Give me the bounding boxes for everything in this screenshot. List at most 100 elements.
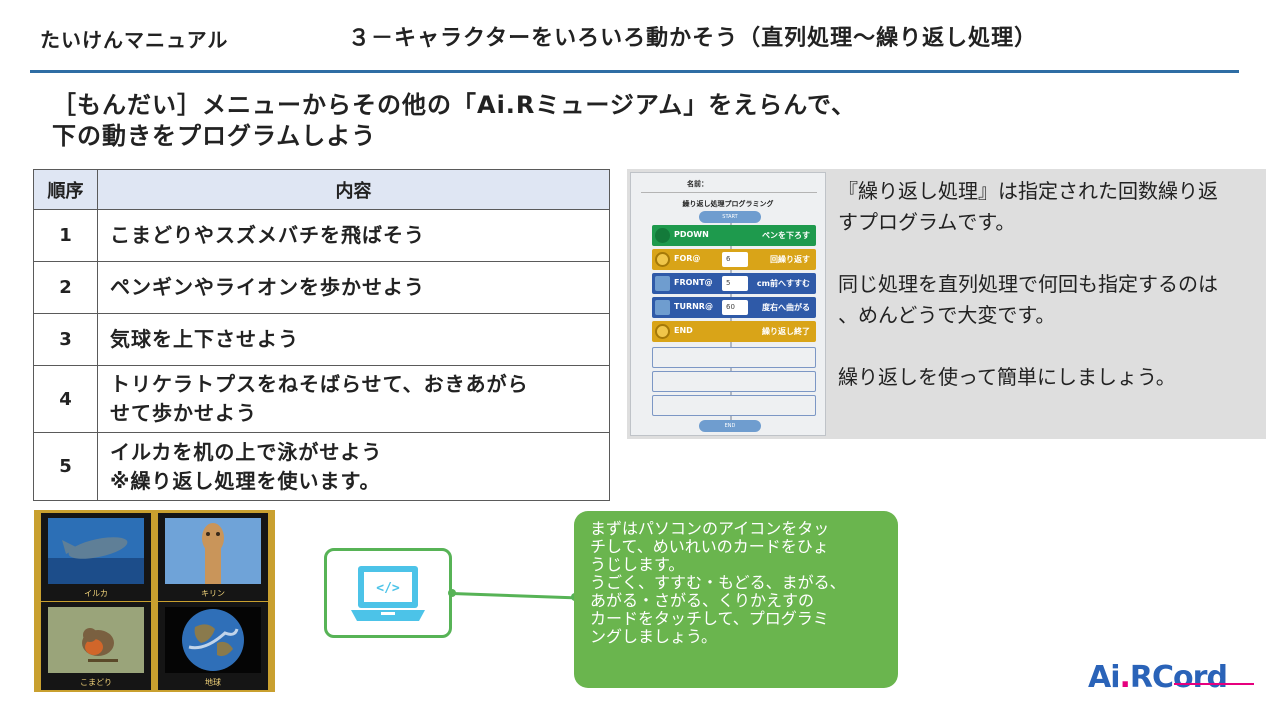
block-for[interactable]: FOR@ 6 回繰り返す: [652, 249, 816, 270]
laptop-code-icon: </>: [351, 566, 425, 621]
robin-image: [48, 607, 144, 673]
row-content-line: ※繰り返し処理を使います。: [110, 468, 381, 493]
header-content: 内容: [97, 169, 610, 210]
instruction-line-2: 下の動きをプログラムしよう: [52, 122, 377, 150]
description-paragraph: 繰り返しを使って簡単にしましょう。: [838, 362, 1258, 393]
character-card-giraffe[interactable]: キリン: [158, 513, 268, 601]
instruction-line-1: ［もんだい］メニューからその他の「Ai.Rミュージアム」をえらんで、: [52, 91, 857, 119]
program-subtitle: 繰り返し処理プログラミング: [682, 200, 774, 208]
connector-line: [451, 592, 576, 600]
header-label: たいけんマニュアル: [40, 28, 229, 52]
logo-dot: .: [1119, 660, 1131, 695]
row-content-line: こまどりやスズメバチを飛ばそう: [110, 223, 425, 247]
empty-slot[interactable]: [652, 347, 816, 368]
row-content: トリケラトプスをねそばらせて、おきあがら せて歩かせよう: [97, 365, 610, 433]
block-pdown[interactable]: PDOWN ペンを下ろす: [652, 225, 816, 246]
description-line: すプログラムです。: [838, 210, 1016, 234]
name-label: 名前：: [687, 180, 708, 188]
description-line: 同じ処理を直列処理で何回も指定するのは: [838, 272, 1218, 296]
table-row: 2 ペンギンやライオンを歩かせよう: [33, 261, 610, 314]
block-turnr[interactable]: TURNR@ 60 度右へ曲がる: [652, 297, 816, 318]
earth-image: [165, 607, 261, 673]
callout-line: うじします。: [590, 555, 685, 574]
character-label: こまどり: [80, 678, 112, 687]
laptop-glyph: </>: [376, 581, 400, 596]
block-end-loop[interactable]: END 繰り返し終了: [652, 321, 816, 342]
pen-icon: [655, 228, 670, 243]
block-cmd: FRONT@: [674, 278, 713, 287]
character-grid: イルカ キリン こまどり 地球: [34, 510, 275, 692]
row-content: こまどりやスズメバチを飛ばそう: [97, 209, 610, 262]
callout-line: あがる・さがる、くりかえすの: [590, 591, 815, 610]
page-title: ３－キャラクターをいろいろ動かそう（直列処理～繰り返し処理）: [348, 26, 1038, 51]
block-cmd: END: [674, 326, 693, 335]
row-content-line: ペンギンやライオンを歩かせよう: [110, 275, 425, 299]
instruction-callout: まずはパソコンのアイコンをタッ チして、めいれいのカードをひょ うじします。 う…: [574, 511, 898, 688]
program-panel: 名前： 繰り返し処理プログラミング START PDOWN ペンを下ろす FOR…: [627, 169, 1266, 439]
brand-logo: Ai.RCord: [1088, 660, 1228, 695]
callout-line: まずはパソコンのアイコンをタッ: [590, 519, 830, 538]
character-card-robin[interactable]: こまどり: [41, 602, 151, 690]
row-content-line: トリケラトプスをねそばらせて、おきあがら: [110, 372, 529, 396]
end-loop-icon: [655, 324, 670, 339]
instruction-text: ［もんだい］メニューからその他の「Ai.Rミュージアム」をえらんで、 下の動きを…: [52, 90, 856, 152]
row-content: 気球を上下させよう: [97, 313, 610, 366]
repeat-icon: [655, 252, 670, 267]
task-table-header-row: 順序 内容: [33, 169, 610, 210]
empty-slot[interactable]: [652, 395, 816, 416]
block-action: ペンを下ろす: [762, 231, 810, 240]
laptop-icon-box[interactable]: </>: [324, 548, 452, 638]
block-value[interactable]: 5: [722, 276, 748, 291]
task-table: 順序 内容 1 こまどりやスズメバチを飛ばそう 2 ペンギンやライオンを歩かせよ…: [33, 169, 610, 501]
table-row: 4 トリケラトプスをねそばらせて、おきあがら せて歩かせよう: [33, 365, 610, 433]
block-cmd: FOR@: [674, 254, 701, 263]
name-underline: [641, 192, 817, 193]
logo-text-b: RCord: [1129, 660, 1228, 695]
row-content-line: 気球を上下させよう: [110, 327, 299, 351]
character-label: 地球: [205, 678, 221, 687]
block-cmd: TURNR@: [674, 302, 713, 311]
row-content: イルカを机の上で泳がせよう ※繰り返し処理を使います。: [97, 432, 610, 501]
row-content-line: イルカを机の上で泳がせよう: [110, 439, 383, 464]
block-action: cm前へすすむ: [756, 279, 810, 288]
arrow-left-icon: [655, 276, 670, 291]
row-content: ペンギンやライオンを歩かせよう: [97, 261, 610, 314]
block-value[interactable]: 6: [722, 252, 748, 267]
description-paragraph: 同じ処理を直列処理で何回も指定するのは 、めんどうで大変です。: [838, 269, 1258, 331]
block-front[interactable]: FRONT@ 5 cm前へすすむ: [652, 273, 816, 294]
row-number: 1: [33, 209, 98, 262]
end-button[interactable]: END: [699, 420, 761, 432]
program-description: 『繰り返し処理』は指定された回数繰り返 すプログラムです。 同じ処理を直列処理で…: [838, 176, 1258, 424]
character-card-earth[interactable]: 地球: [158, 602, 268, 690]
dolphin-image: [48, 518, 144, 584]
callout-line: うごく、すすむ・もどる、まがる、: [590, 573, 846, 592]
table-row: 5 イルカを机の上で泳がせよう ※繰り返し処理を使います。: [33, 432, 610, 501]
program-sheet: 名前： 繰り返し処理プログラミング START PDOWN ペンを下ろす FOR…: [630, 172, 826, 436]
empty-slot[interactable]: [652, 371, 816, 392]
block-action: 回繰り返す: [770, 255, 810, 264]
callout-line: ングしましょう。: [590, 627, 718, 646]
description-line: 繰り返しを使って簡単にしましょう。: [838, 365, 1176, 389]
row-number: 2: [33, 261, 98, 314]
header-divider: [30, 70, 1239, 73]
block-value[interactable]: 60: [722, 300, 748, 315]
block-cmd: PDOWN: [674, 230, 709, 239]
block-action: 度右へ曲がる: [762, 303, 810, 312]
block-action: 繰り返し終了: [762, 327, 810, 336]
table-row: 1 こまどりやスズメバチを飛ばそう: [33, 209, 610, 262]
description-line: 、めんどうで大変です。: [838, 303, 1056, 327]
turn-arrow-icon: [655, 300, 670, 315]
row-content-line: せて歩かせよう: [110, 401, 257, 425]
character-label: キリン: [201, 589, 225, 598]
header-order: 順序: [33, 169, 98, 210]
start-button[interactable]: START: [699, 211, 761, 223]
description-paragraph: 『繰り返し処理』は指定された回数繰り返 すプログラムです。: [838, 176, 1258, 238]
character-card-dolphin[interactable]: イルカ: [41, 513, 151, 601]
character-label: イルカ: [84, 589, 108, 598]
callout-line: カードをタッチして、プログラミ: [590, 609, 829, 628]
giraffe-image: [165, 518, 261, 584]
row-number: 5: [33, 432, 98, 501]
description-line: 『繰り返し処理』は指定された回数繰り返: [838, 179, 1218, 203]
logo-underline: [1174, 683, 1254, 685]
row-number: 3: [33, 313, 98, 366]
